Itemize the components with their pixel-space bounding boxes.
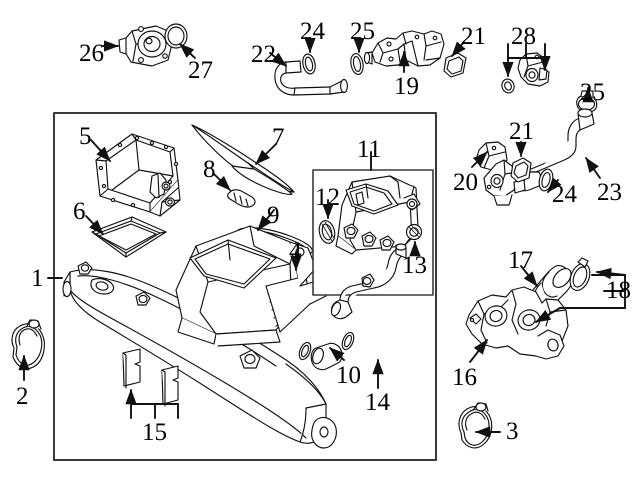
part-5-air-cleaner-cover (95, 133, 181, 217)
leader-20 (471, 151, 488, 168)
callout-1[interactable]: 1 (31, 265, 44, 292)
callout-17[interactable]: 17 (508, 247, 533, 274)
callout-16[interactable]: 16 (452, 364, 477, 391)
callout-13[interactable]: 13 (402, 252, 427, 279)
callout-19[interactable]: 19 (394, 73, 419, 100)
part-3-gasket-oval (458, 402, 493, 449)
leader-7 (255, 143, 277, 165)
part-6-air-filter (91, 216, 167, 258)
callout-26[interactable]: 26 (79, 40, 104, 67)
part-7-duct-blade (191, 124, 295, 195)
callout-28[interactable]: 28 (511, 23, 536, 50)
part-24-o-ring-top (302, 53, 316, 75)
callout-20[interactable]: 20 (453, 169, 478, 196)
part-12-o-ring (318, 220, 336, 244)
part-15-pad-left (122, 348, 141, 389)
part-10-clamp-right (341, 331, 355, 351)
part-21-gasket-right (510, 157, 532, 183)
leader-6 (85, 215, 104, 235)
callout-4[interactable]: 4 (289, 238, 302, 265)
part-25-seal-top (350, 53, 364, 75)
leader-24-right (547, 177, 562, 193)
leader-27 (179, 43, 196, 59)
leader-5 (90, 139, 111, 162)
part-13-o-ring (405, 223, 423, 241)
part-1-air-cleaner-body (175, 225, 327, 347)
callout-21-right[interactable]: 21 (509, 118, 534, 145)
callout-2[interactable]: 2 (16, 383, 29, 410)
leader-9 (257, 209, 275, 231)
part-16-intake-manifold (465, 286, 569, 360)
callout-11[interactable]: 11 (357, 136, 382, 163)
leader-23 (585, 157, 601, 179)
part-18-clamp-upper (569, 257, 591, 291)
part-15-pad-right (161, 365, 179, 407)
callout-25[interactable]: 25 (350, 18, 375, 45)
callout-7[interactable]: 7 (272, 124, 285, 151)
callout-21[interactable]: 21 (461, 23, 486, 50)
leader-10 (329, 347, 345, 362)
leader-22 (269, 52, 287, 67)
part-28-seal-ring (501, 78, 515, 94)
part-8-clip (227, 189, 256, 208)
part-11-resonator-body (335, 175, 421, 255)
callout-22[interactable]: 22 (251, 41, 276, 68)
callout-24-right[interactable]: 24 (552, 181, 577, 208)
part-14-breather-hose (330, 243, 407, 320)
callout-24[interactable]: 24 (300, 18, 325, 45)
leader-16 (469, 339, 488, 363)
callout-27[interactable]: 27 (188, 57, 213, 84)
part-26-pump-housing (118, 25, 173, 67)
callout-5[interactable]: 5 (79, 123, 92, 150)
callout-12[interactable]: 12 (315, 184, 340, 211)
callout-9[interactable]: 9 (267, 202, 280, 229)
callout-14[interactable]: 14 (365, 389, 390, 416)
callout-3[interactable]: 3 (506, 418, 519, 445)
part-21-gasket-top (443, 52, 467, 78)
leader-17 (520, 265, 538, 287)
part-22-coolant-hose (274, 60, 348, 96)
part-1-lower-housing (62, 261, 337, 449)
callout-25-right[interactable]: 25 (580, 79, 605, 106)
callout-15[interactable]: 15 (142, 419, 167, 446)
callout-23[interactable]: 23 (597, 179, 622, 206)
part-27-o-ring (164, 23, 188, 49)
part-2-gasket-oval (11, 319, 45, 370)
callout-8[interactable]: 8 (203, 156, 216, 183)
part-20-thermostat-housing (475, 141, 526, 206)
callout-6[interactable]: 6 (73, 198, 86, 225)
part-10-clamp-left (298, 341, 312, 361)
callout-18[interactable]: 18 (606, 277, 631, 304)
leader-8 (213, 173, 231, 191)
leader-21-top (451, 41, 466, 57)
callout-10[interactable]: 10 (336, 362, 361, 389)
